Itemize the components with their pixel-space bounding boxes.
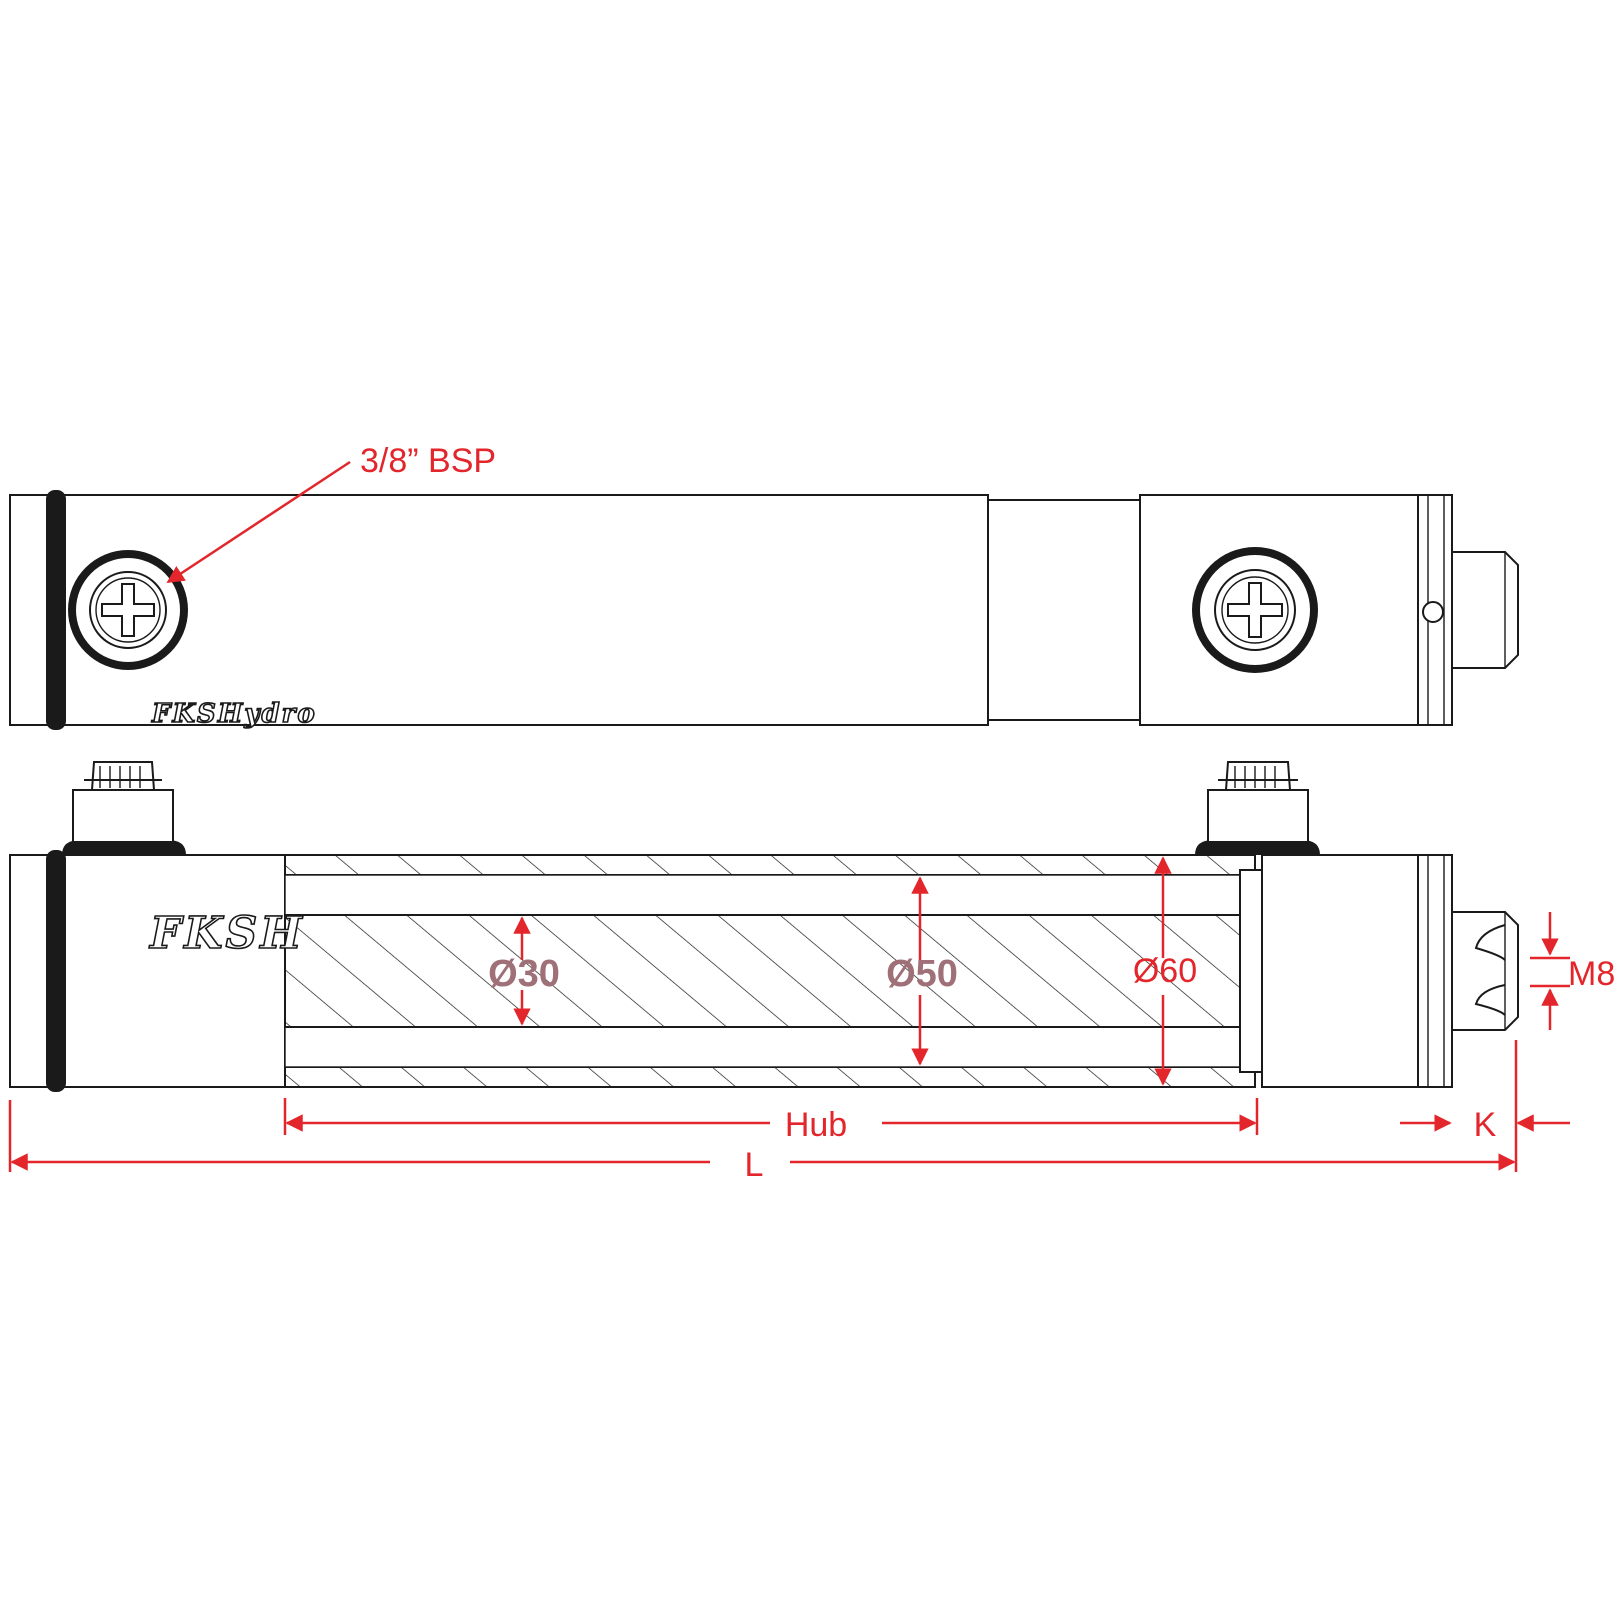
section-rod-end	[1451, 911, 1519, 1031]
section-right-head	[1261, 854, 1419, 1088]
section-gland	[1239, 869, 1263, 1073]
top-view: FKSHydro	[9, 490, 1519, 730]
top-right-port	[1192, 547, 1318, 673]
section-left-head	[59, 854, 286, 1088]
section-piston-rod	[284, 914, 1256, 1028]
top-left-port	[68, 550, 188, 670]
outer-diameter-label: Ø60	[1133, 952, 1197, 990]
top-cross-hole	[1422, 601, 1444, 623]
port-leader-arrow	[166, 460, 351, 584]
total-length-label: L	[745, 1146, 764, 1184]
section-right-collar	[1417, 854, 1453, 1088]
section-left-seal-band	[46, 850, 66, 1092]
section-tube-wall-bottom	[284, 1066, 1256, 1088]
top-left-seal-band	[46, 490, 66, 730]
section-brand-logo: FKSH	[148, 908, 305, 959]
section-right-fitting	[1195, 761, 1320, 855]
top-rod-end	[1451, 551, 1519, 669]
section-tube-wall-top	[284, 854, 1256, 876]
section-view: FKSH	[9, 761, 1519, 1092]
section-thread	[1474, 924, 1506, 1016]
top-brand-logo: FKSHydro	[151, 699, 317, 729]
rod-extension-label: K	[1474, 1106, 1497, 1144]
top-tube-section	[987, 499, 1141, 721]
section-left-fitting	[62, 761, 186, 855]
rod-diameter-label: Ø30	[488, 953, 560, 995]
thread-label: M8	[1568, 955, 1615, 993]
stroke-label: Hub	[785, 1106, 847, 1144]
port-label: 3/8” BSP	[360, 442, 496, 480]
dimensions: 3/8” BSP Ø30 Ø50 Ø60 M8 Hub K	[8, 442, 1615, 1184]
top-barrel	[59, 494, 989, 726]
bore-diameter-label: Ø50	[886, 953, 958, 995]
